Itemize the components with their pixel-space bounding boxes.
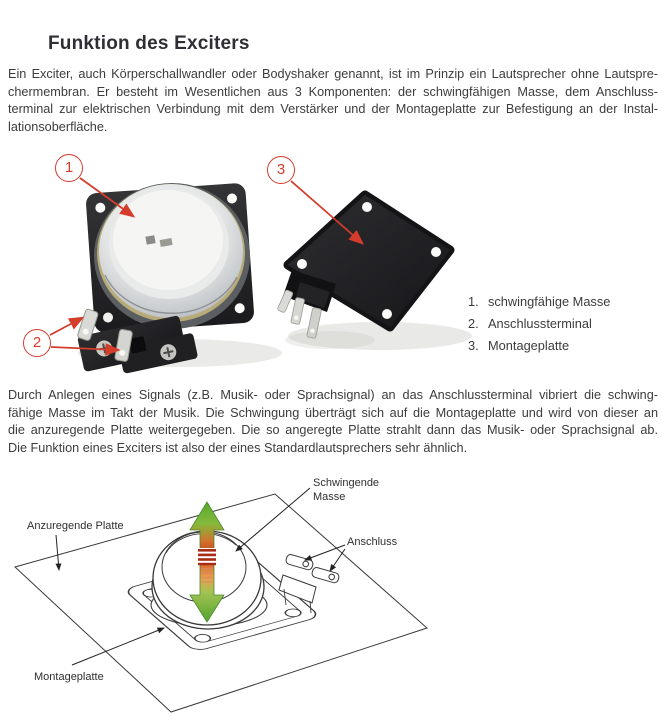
leader-anzuregende-platte [55,534,62,571]
exciter-function-diagram [14,487,428,713]
connector-block-step [296,282,330,308]
vibration-stripes [198,549,216,566]
item-number: 3. [468,337,479,353]
function-paragraph: Durch Anlegen eines Signals (z.B. Musik-… [8,387,658,457]
plate-hole [95,202,106,213]
label-montageplatte: Montageplatte [34,671,104,683]
exciter-photos-figure [49,177,472,374]
exciter-back-photo [277,190,472,350]
plate-hole [234,303,245,314]
plate-hole [194,634,212,643]
plate-hole [297,259,307,269]
connector-pin [277,289,294,313]
leader-schwingende-masse [235,487,311,552]
label-schwingende-masse: Schwingende Masse [313,477,380,503]
parts-list-item: 2. Anschlussterminal [468,312,610,334]
callout-arrows [49,177,365,356]
photo-shadow [285,331,375,349]
connector-pin [290,297,305,325]
mass-edge-line [104,274,238,314]
item-number: 1. [468,293,479,309]
photo-shadow [288,322,472,350]
callout-3-arrow [290,180,365,245]
screw-cross-icon [163,347,174,358]
vibration-stripes-faint [201,568,213,583]
diagram-leader-lines [55,487,346,666]
label-anzuregende-platte: Anzuregende Platte [27,520,124,532]
montage-plate-back [288,195,450,327]
connector-pin [306,307,322,339]
plate-hole [382,309,392,319]
item-label: schwingfähige Masse [488,293,611,309]
callout-1-badge: 1 [55,154,83,182]
anschluss-terminals [278,554,340,614]
leader-anschluss-upper [304,544,346,561]
callout-3-badge: 3 [267,156,295,184]
paragraph-line: Die Funktion eines Exciters ist also der… [8,440,468,455]
parts-list-item: 3. Montageplatte [468,334,610,356]
plate-hole [362,202,372,212]
paragraph-line: die anzuregende Platte weitergegeben. Di… [8,423,658,437]
parts-list-item: 1. schwingfähige Masse [468,290,610,312]
item-label: Montageplatte [488,337,570,353]
plate-hole [102,312,113,323]
intro-paragraph: Ein Exciter, auch Körperschallwandler od… [8,66,658,136]
paragraph-line: chermembran. Er besteht im Wesentlichen … [8,84,658,99]
plate-hole [284,608,302,618]
paragraph-line: lationsoberfläche. [8,119,108,134]
label-anschluss: Anschluss [347,536,398,548]
paragraph-line: terminal zur elektrischen Verbindung mit… [8,102,658,116]
mass-marking [159,238,173,247]
plate-hole [431,247,441,257]
item-number: 2. [468,315,479,331]
callout-2-badge: 2 [23,329,51,357]
callout-2-arrow-upper [49,316,85,336]
leader-montageplatte [71,627,165,666]
callout-2-arrow-lower [50,343,121,356]
leader-anschluss-lower [329,548,346,572]
parts-list: 1. schwingfähige Masse 2. Anschlusstermi… [468,290,610,356]
paragraph-line: fähige Masse im Takt der Musik. Die Schw… [8,405,658,420]
terminal-block [77,315,198,374]
paragraph-line: Durch Anlegen eines Signals (z.B. Musik-… [8,388,658,402]
plate-hole [227,193,238,204]
item-label: Anschlussterminal [488,315,592,331]
mass-marking [145,235,156,245]
vibration-arrow [189,501,225,623]
exciter-front-photo [77,183,282,374]
callout-1-arrow [79,177,136,218]
paragraph-line: Ein Exciter, auch Körperschallwandler od… [8,67,658,81]
page-title: Funktion des Exciters [48,33,250,54]
